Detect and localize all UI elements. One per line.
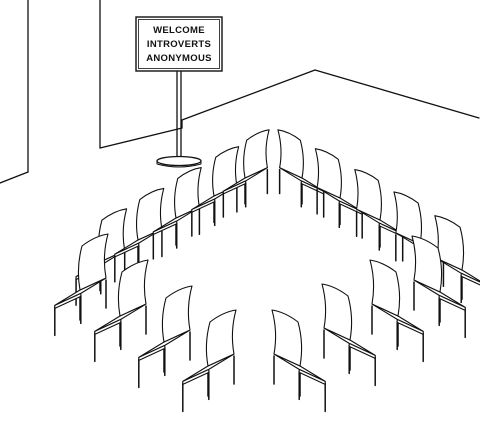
chair-seat-edge — [460, 272, 480, 286]
chair-seat-edge — [182, 368, 210, 385]
room-walls — [0, 0, 480, 184]
chair-backrest — [393, 191, 423, 245]
chair-backrest — [205, 309, 237, 367]
chair-seat-edge — [152, 220, 178, 236]
chair-backrest — [174, 167, 202, 219]
chair-backrest — [243, 129, 270, 179]
chair-seat-edge — [298, 368, 326, 385]
chair — [277, 129, 325, 218]
chair-backrest — [117, 259, 149, 317]
chair-backrest — [135, 187, 165, 241]
sign-line-1: WELCOME — [153, 25, 205, 36]
chair-backrest — [161, 285, 193, 343]
chair-seat-edge — [114, 242, 140, 258]
chair — [222, 129, 270, 218]
chair-backrest — [212, 146, 240, 197]
chair — [314, 148, 363, 239]
chair — [138, 285, 193, 389]
chair-seat-edge — [94, 318, 122, 335]
chair — [94, 259, 149, 363]
chair-backrest — [369, 259, 401, 317]
chair — [411, 235, 466, 339]
chair — [114, 187, 165, 283]
chair-backrest — [321, 283, 353, 341]
chair-seat-edge — [300, 180, 325, 195]
chair-backrest — [354, 169, 382, 221]
sign-line-2: INTROVERTS — [147, 39, 211, 50]
sign-line-3: ANONYMOUS — [146, 53, 212, 64]
chair — [271, 309, 326, 413]
chair — [369, 259, 424, 363]
chair-seat-edge — [438, 294, 466, 311]
sign-stand — [156, 71, 202, 168]
chair-backrest — [271, 309, 303, 367]
chair-backrest — [411, 235, 443, 293]
chair-ring — [54, 129, 480, 413]
chair-backrest — [277, 129, 304, 179]
chair — [321, 283, 376, 387]
chair-backrest — [434, 215, 465, 271]
chair — [152, 167, 202, 260]
chair-seat-edge — [396, 318, 424, 335]
chair — [182, 309, 237, 413]
chair-seat-edge — [222, 180, 247, 195]
chair — [191, 146, 240, 237]
chair-seat-edge — [138, 344, 166, 361]
chair-seat-edge — [348, 342, 376, 359]
chair-backrest — [314, 148, 342, 199]
chair — [54, 233, 109, 337]
welcome-sign: WELCOME INTROVERTS ANONYMOUS — [135, 16, 223, 72]
chair-backrest — [77, 233, 109, 291]
chair-seat-edge — [54, 292, 82, 309]
chair-seat-edge — [191, 198, 216, 213]
